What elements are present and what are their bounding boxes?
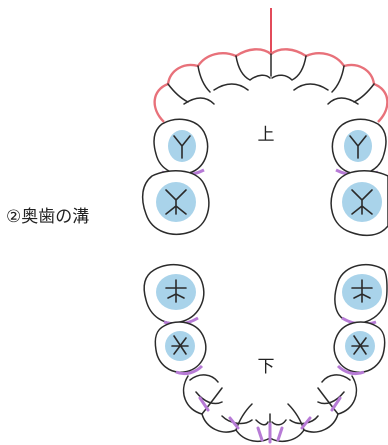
lower-jaw-label: 下 [258,357,275,377]
lower-arch: 下 [144,265,387,442]
molar-groove-label: ②奥歯の溝 [6,207,89,227]
upper-arch: 上 [143,8,388,235]
upper-jaw-label: 上 [258,125,275,145]
